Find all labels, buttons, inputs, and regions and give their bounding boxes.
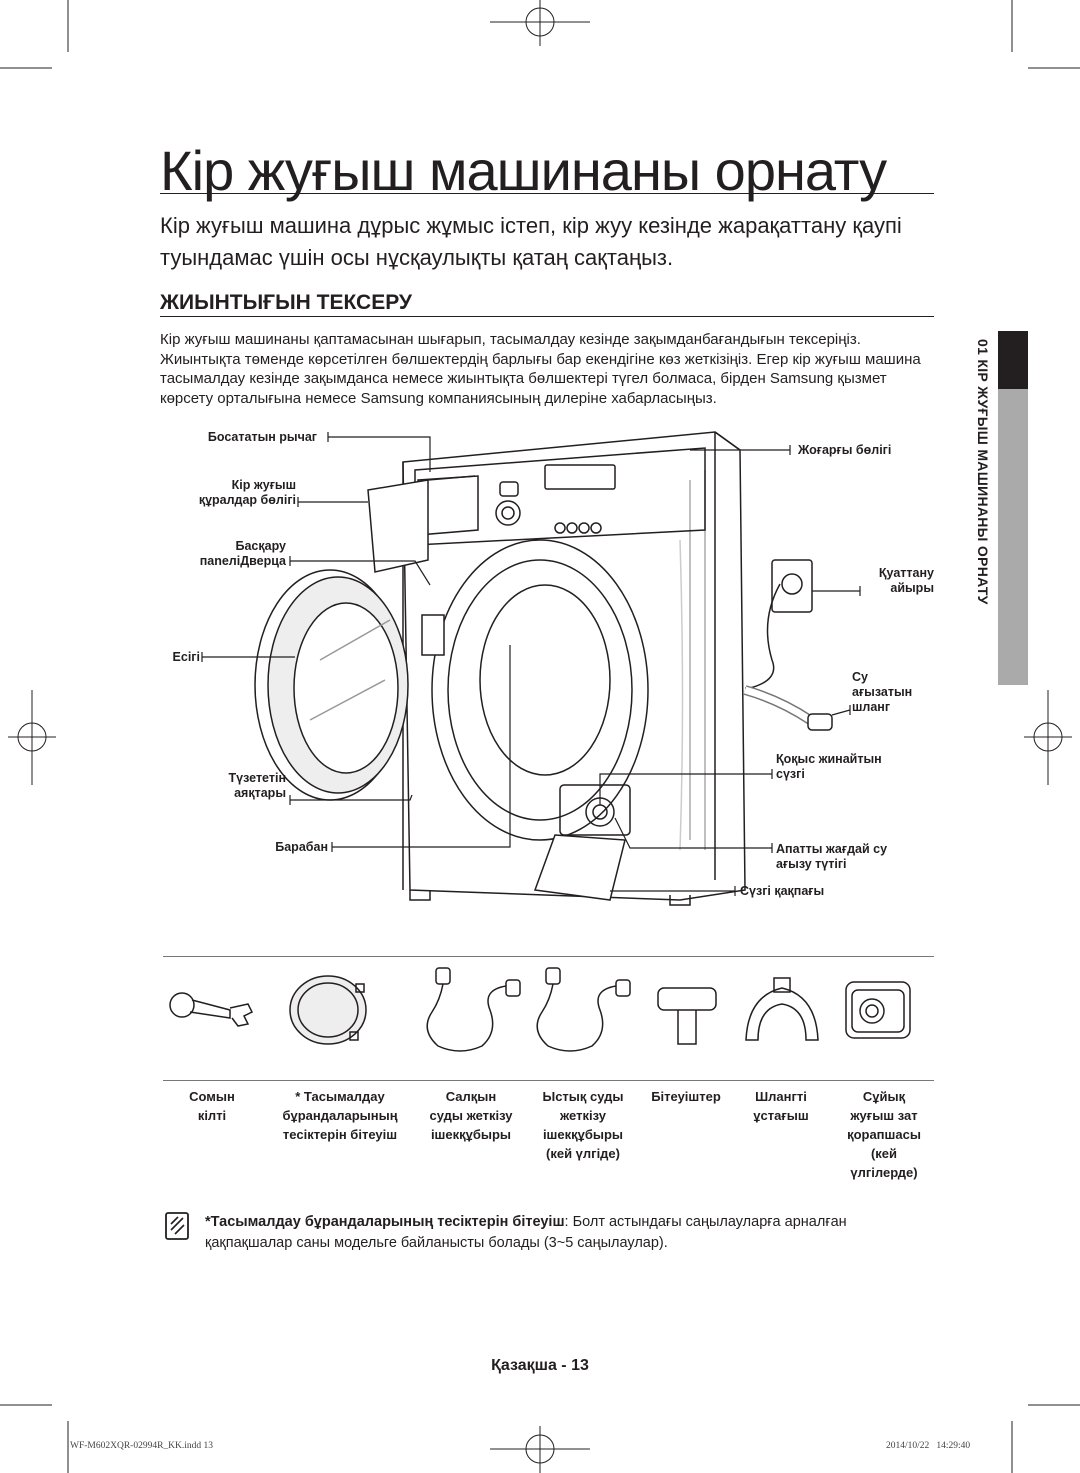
side-tab-label: 01 КІР ЖУҒЫШ МАШИНАНЫ ОРНАТУ xyxy=(975,339,991,605)
hose-holder-icon xyxy=(745,977,819,1041)
cap-icon xyxy=(289,975,367,1045)
label-top-panel: Жоғарғы бөлігі xyxy=(798,443,892,457)
hose-icon xyxy=(536,967,631,1052)
plug-icon xyxy=(657,987,717,1045)
detergent-box-icon xyxy=(845,981,911,1039)
label-filter-cover: Сүзгі қақпағы xyxy=(740,884,825,898)
title-divider xyxy=(160,193,934,194)
label-door: Есігі xyxy=(172,650,200,664)
section-heading: ЖИЫНТЫҒЫН ТЕКСЕРУ xyxy=(160,291,412,314)
print-file-meta: WF-M602XQR-02994R_KK.indd 13 xyxy=(70,1441,214,1451)
accessories-icons xyxy=(169,967,911,1052)
accessory-plugs: Бітеуіштер xyxy=(651,1089,721,1104)
label-drum: Барабан xyxy=(275,840,328,854)
accessories-top-rule xyxy=(163,956,934,957)
washing-machine-illustration xyxy=(201,431,861,906)
print-date-meta: 2014/10/22 14:29:40 xyxy=(886,1441,971,1451)
page-footer: Қазақша - 13 xyxy=(491,1357,589,1374)
label-release-lever: Босататын рычаг xyxy=(207,430,317,444)
page-title: Кір жуғыш машинаны орнату xyxy=(160,139,887,202)
accessories-divider xyxy=(163,1080,934,1081)
section-divider xyxy=(160,316,934,317)
intro-text: Кір жуғыш машина дұрыс жұмыс істеп, кір … xyxy=(160,213,902,270)
section-body: Кір жуғыш машинаны қаптамасынан шығарып,… xyxy=(160,331,921,407)
spanner-icon xyxy=(169,992,254,1027)
side-chapter-tab: 01 КІР ЖУҒЫШ МАШИНАНЫ ОРНАТУ xyxy=(968,331,1028,685)
note-text: *Тасымалдау бұрандаларының тесіктерін бі… xyxy=(205,1214,847,1251)
note-icon xyxy=(165,1212,189,1240)
hose-icon xyxy=(426,967,521,1052)
